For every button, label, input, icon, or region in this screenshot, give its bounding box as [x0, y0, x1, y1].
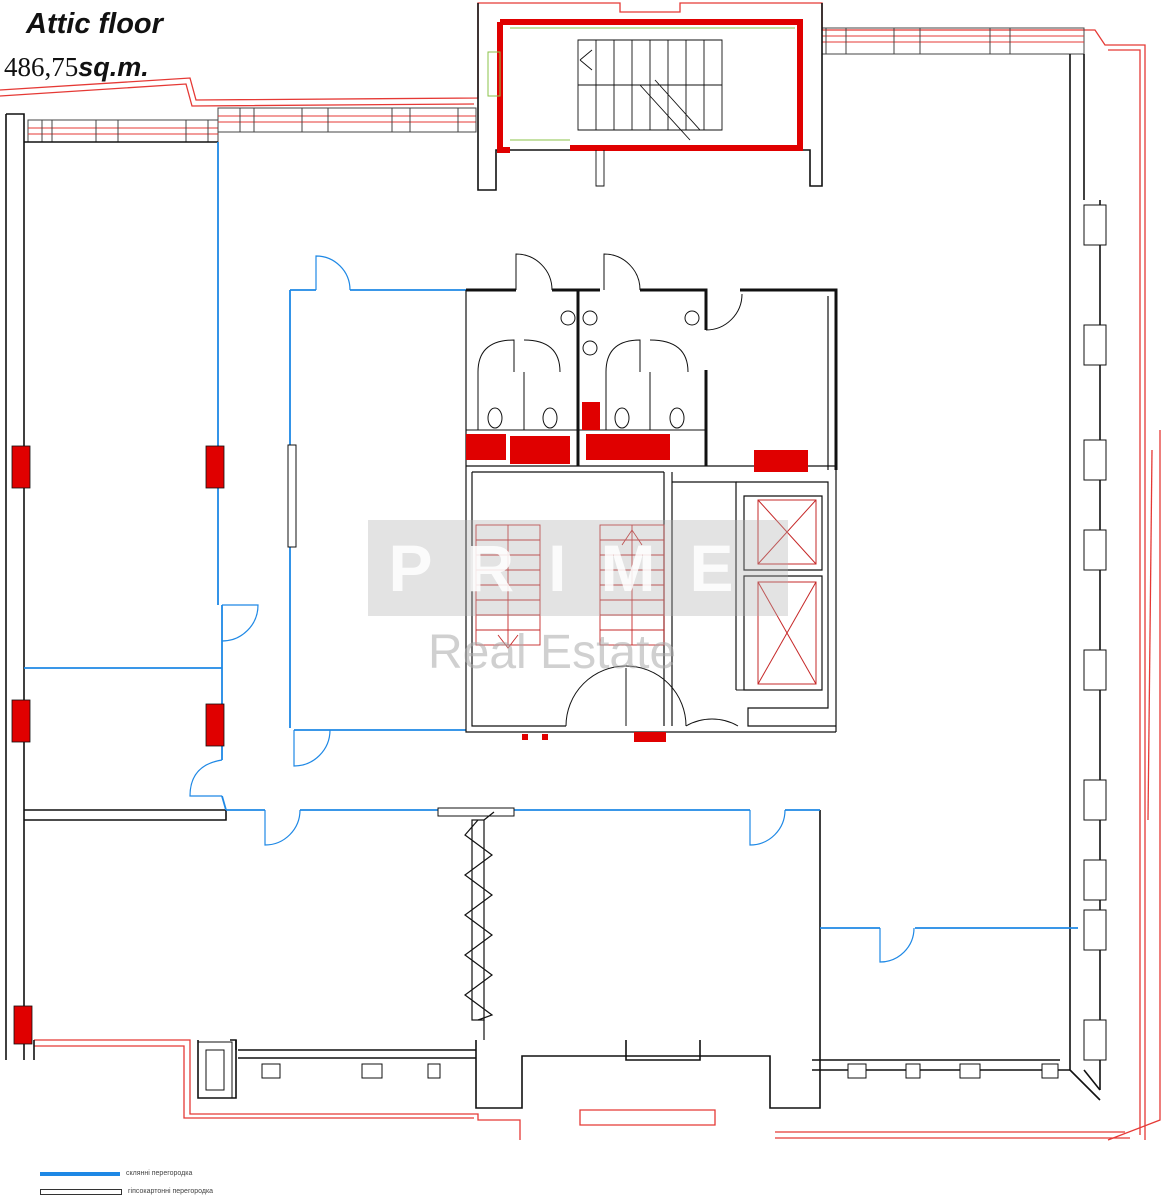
legend-swatch-gypsum — [40, 1188, 122, 1195]
columns — [11, 445, 225, 1045]
floor-area: 486,75sq.m. — [4, 52, 149, 83]
legend-glass: склянні перегородка — [40, 1170, 192, 1177]
legend-label-glass: склянні перегородка — [126, 1170, 193, 1177]
legend-gypsum: гіпсокартонні перегородка — [40, 1188, 213, 1195]
core-doors — [565, 665, 746, 727]
watermark-brand: PRIME — [368, 520, 788, 616]
top-stair-core — [477, 3, 823, 191]
right-pilasters — [1083, 204, 1107, 1061]
bottom-pilasters — [261, 1063, 1059, 1079]
watermark-subtitle: Real Estate — [428, 626, 677, 679]
partition-segments — [287, 444, 515, 817]
elevator-crosses — [757, 499, 817, 685]
legend-label-gypsum: гіпсокартонні перегородка — [128, 1188, 214, 1195]
floor-title: Attic floor — [26, 8, 163, 40]
red-fills — [466, 402, 808, 742]
folding-partition — [463, 811, 495, 1040]
door-swings-blue — [189, 255, 915, 963]
exterior-outline — [0, 2, 1161, 1141]
area-value: 486,75 — [4, 52, 79, 82]
restroom-fixtures — [466, 253, 743, 431]
area-unit: sq.m. — [78, 52, 149, 82]
glass-partitions — [24, 142, 1078, 929]
legend-swatch-glass — [40, 1171, 120, 1176]
corner-detail — [197, 1041, 233, 1099]
core-stairs — [475, 524, 665, 649]
restroom-block — [466, 288, 838, 470]
